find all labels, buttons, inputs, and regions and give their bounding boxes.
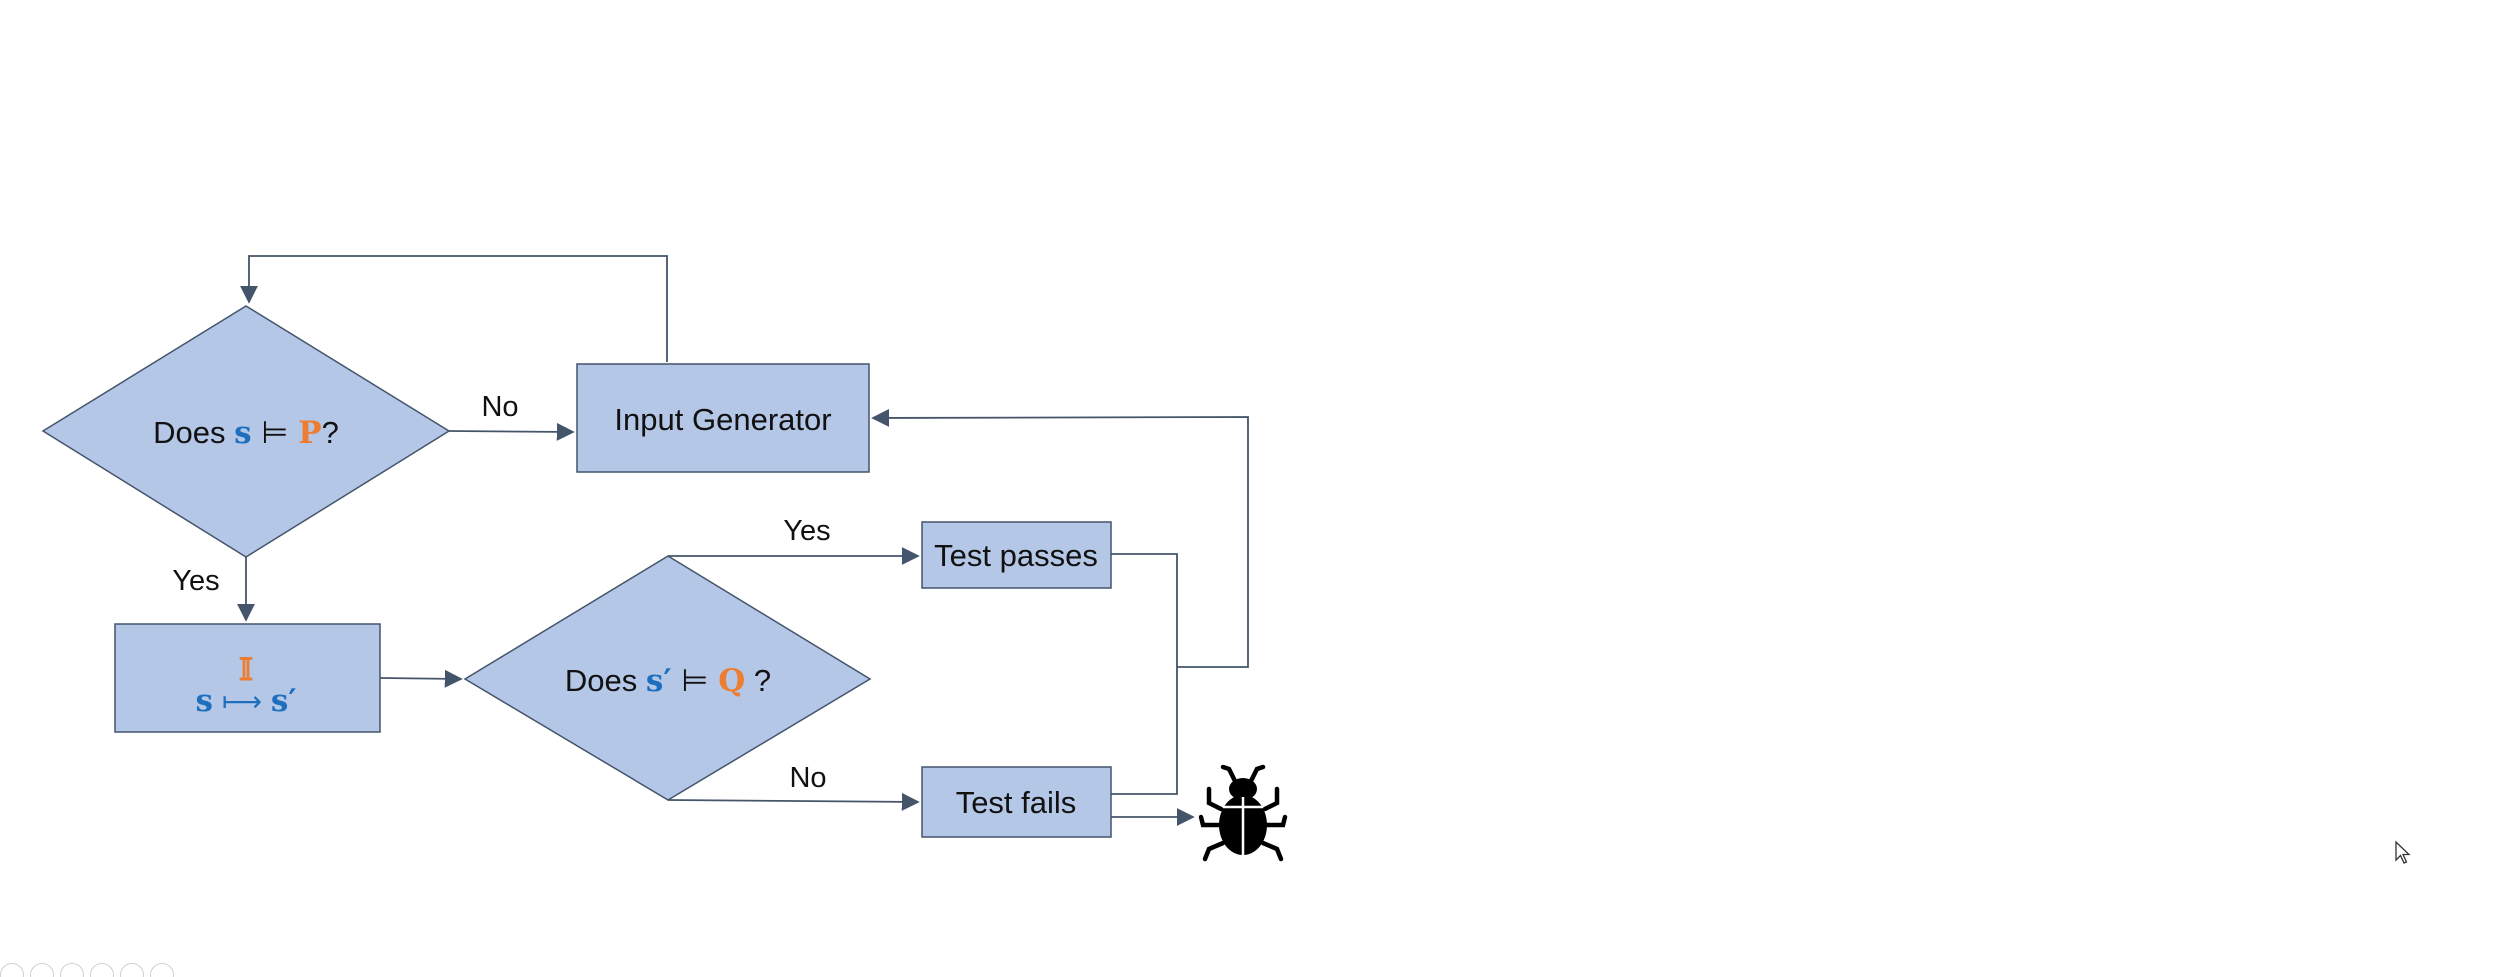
bug-icon — [1198, 764, 1288, 862]
connector-merge-to-generator — [871, 408, 1249, 668]
pen-icon[interactable] — [60, 963, 84, 977]
execution-box — [114, 623, 381, 733]
connector-exec-to-postcheck — [379, 669, 463, 688]
test-passes-box — [921, 521, 1112, 589]
test-fails-box — [921, 766, 1112, 838]
connector-postcheck-no — [667, 792, 920, 811]
previous-slide-icon[interactable] — [0, 963, 24, 977]
precondition-suffix: ? — [322, 415, 339, 450]
connector-passes-merge — [1111, 553, 1178, 667]
postcondition-predicate: Q — [718, 663, 745, 699]
next-slide-icon[interactable] — [30, 963, 54, 977]
connector-precheck-no — [448, 422, 575, 441]
postcondition-prefix: Does — [565, 663, 646, 698]
edge-label-postcheck-no: No — [789, 762, 826, 794]
execution-final-state: s′ — [271, 683, 297, 719]
input-generator-box — [576, 363, 870, 473]
connectors — [237, 255, 1249, 826]
postcondition-models-symbol: ⊨ — [672, 663, 719, 699]
more-icon[interactable] — [150, 963, 174, 977]
postcondition-diamond-shape — [463, 555, 872, 801]
test-fails-label: Test fails — [956, 785, 1077, 820]
edge-label-precheck-no: No — [481, 391, 518, 423]
connector-generator-to-precheck — [240, 255, 668, 362]
execution-maps-to-arrow: ⟼ — [213, 685, 271, 718]
postcondition-decision: Does s′ ⊨ Q ? — [463, 555, 872, 801]
connector-fails-merge — [1111, 667, 1178, 795]
execution-node: 𝕀 s ⟼ s′ — [114, 623, 381, 733]
input-generator-node: Input Generator — [576, 363, 870, 473]
precondition-models-symbol: ⊨ — [252, 415, 299, 451]
postcondition-state-var: s′ — [646, 663, 672, 699]
test-fails-node: Test fails — [921, 766, 1112, 838]
precondition-text: Does s ⊨ P? — [153, 415, 339, 451]
slide-show-controls — [0, 963, 174, 977]
test-passes-node: Test passes — [921, 521, 1112, 589]
test-passes-label: Test passes — [934, 538, 1098, 573]
edge-label-precheck-yes: Yes — [172, 565, 219, 597]
execution-initial-state: s — [195, 683, 212, 719]
program-symbol: 𝕀 — [239, 652, 254, 688]
edge-label-postcheck-yes: Yes — [783, 515, 830, 547]
precondition-state-var: s — [234, 415, 251, 451]
search-icon[interactable] — [120, 963, 144, 977]
postcondition-suffix: ? — [745, 663, 771, 698]
precondition-diamond-shape — [41, 305, 451, 558]
zoom-icon[interactable] — [90, 963, 114, 977]
precondition-prefix: Does — [153, 415, 234, 450]
precondition-predicate: P — [298, 415, 321, 451]
postcondition-text: Does s′ ⊨ Q ? — [565, 663, 771, 699]
execution-transition: s ⟼ s′ — [195, 683, 296, 719]
input-generator-label: Input Generator — [614, 402, 831, 437]
precondition-decision: Does s ⊨ P? — [41, 305, 451, 558]
mouse-pointer-icon — [2395, 840, 2411, 864]
